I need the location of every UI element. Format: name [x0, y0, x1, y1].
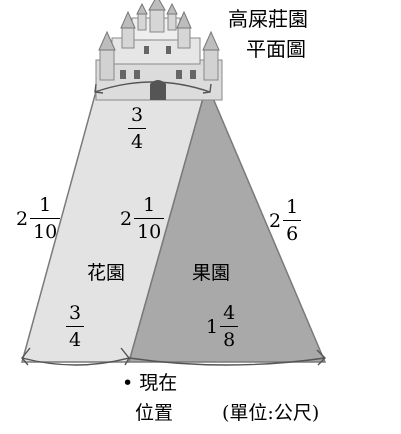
- length-middle: 2 1 10: [120, 194, 165, 243]
- fraction: 1 6: [283, 196, 302, 245]
- orchard-label: 果園: [192, 262, 231, 284]
- bottom-arc-arrow: [21, 357, 130, 366]
- orchard-region: [128, 81, 327, 363]
- whole-number: 2: [120, 207, 133, 230]
- bottom-right-arc-arrow: [128, 357, 326, 366]
- length-bottom-garden: 3 4: [66, 302, 85, 351]
- bottom-left-arrowhead: [21, 347, 31, 366]
- length-bottom-orchard: 1 4 8: [206, 302, 239, 351]
- position-label-line-2: 位置: [135, 402, 174, 424]
- denominator: 4: [128, 128, 147, 153]
- fraction: 3 4: [66, 302, 85, 351]
- numerator: 1: [39, 194, 52, 216]
- fraction: 4 8: [220, 302, 239, 351]
- fraction: 1 10: [134, 194, 165, 243]
- numerator: 4: [223, 302, 236, 324]
- garden-label: 花園: [87, 262, 126, 284]
- fraction: 3 4: [128, 104, 147, 153]
- numerator: 3: [131, 104, 144, 126]
- whole-number: 2: [16, 207, 29, 230]
- fraction: 1 10: [30, 194, 61, 243]
- castle-icon: [95, 0, 223, 101]
- denominator: 10: [134, 218, 165, 243]
- edge-arrows: [21, 81, 326, 366]
- title-line-1: 高屎莊園: [228, 7, 308, 31]
- length-right-outer: 2 1 6: [269, 196, 302, 245]
- length-left-outer: 2 1 10: [16, 194, 61, 243]
- unit-note: (單位:公尺): [222, 402, 320, 424]
- denominator: 8: [220, 326, 239, 351]
- denominator: 6: [283, 220, 302, 245]
- length-top: 3 4: [128, 104, 147, 153]
- numerator: 3: [69, 302, 82, 324]
- denominator: 4: [66, 326, 85, 351]
- numerator: 1: [143, 194, 156, 216]
- bottom-right-arrowhead: [316, 349, 326, 366]
- current-position-marker: • 現在: [122, 372, 177, 394]
- whole-number: 1: [206, 315, 219, 338]
- denominator: 10: [30, 218, 61, 243]
- top-right-arrowhead: [202, 83, 212, 94]
- whole-number: 2: [269, 209, 282, 232]
- title-line-2: 平面圖: [246, 37, 306, 61]
- numerator: 1: [286, 196, 299, 218]
- position-label-line-1: 現在: [139, 372, 178, 394]
- position-bullet: •: [122, 372, 134, 394]
- top-arc-arrow: [94, 81, 211, 93]
- top-left-arrowhead: [94, 83, 104, 94]
